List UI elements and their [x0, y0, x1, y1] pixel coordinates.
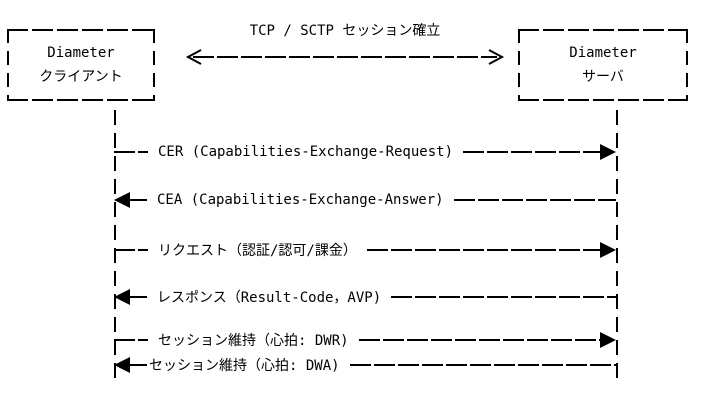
message-line	[391, 296, 616, 298]
message-label: CER (Capabilities-Exchange-Request)	[158, 144, 454, 160]
server-box-title: Diameter	[569, 45, 637, 61]
session-establish-label: TCP / SCTP セッション確立	[249, 23, 441, 39]
message-line	[366, 249, 600, 251]
message-line	[114, 339, 148, 341]
client-box-title: Diameter	[47, 45, 115, 61]
arrowhead-left-icon	[114, 289, 130, 305]
message-label: セッション維持（心拍: DWA)	[149, 358, 340, 374]
server-box: Diameter サーバ	[518, 29, 688, 101]
arrowhead-left-icon	[114, 357, 130, 373]
bidirectional-arrow-icon	[185, 49, 505, 65]
client-lifeline	[114, 110, 116, 380]
message-line	[130, 199, 147, 201]
message-label: レスポンス（Result-Code，AVP)	[157, 290, 382, 306]
client-box-subtitle: クライアント	[39, 69, 123, 85]
message-line	[453, 199, 616, 201]
message-row-response: レスポンス（Result-Code，AVP)	[114, 285, 616, 309]
message-line	[463, 151, 600, 153]
client-box: Diameter クライアント	[7, 29, 155, 101]
server-box-subtitle: サーバ	[582, 69, 624, 85]
arrowhead-right-icon	[600, 332, 616, 348]
message-line	[130, 364, 147, 366]
arrowhead-left-icon	[114, 192, 130, 208]
message-line	[130, 296, 147, 298]
message-row-dwr: セッション維持（心拍: DWR)	[114, 328, 616, 352]
arrowhead-right-icon	[600, 144, 616, 160]
message-row-cer: CER (Capabilities-Exchange-Request)	[114, 140, 616, 164]
message-row-request: リクエスト（認証/認可/課金）	[114, 238, 616, 262]
message-row-cea: CEA (Capabilities-Exchange-Answer)	[114, 188, 616, 212]
message-label: CEA (Capabilities-Exchange-Answer)	[157, 192, 444, 208]
message-line	[114, 249, 148, 251]
arrowhead-right-icon	[600, 242, 616, 258]
message-label: セッション維持（心拍: DWR)	[158, 333, 349, 349]
message-line	[358, 339, 600, 341]
message-label: リクエスト（認証/認可/課金）	[158, 243, 357, 259]
message-line	[349, 364, 616, 366]
server-lifeline	[616, 110, 618, 380]
message-row-dwa: セッション維持（心拍: DWA)	[114, 353, 616, 377]
message-line	[114, 151, 148, 153]
